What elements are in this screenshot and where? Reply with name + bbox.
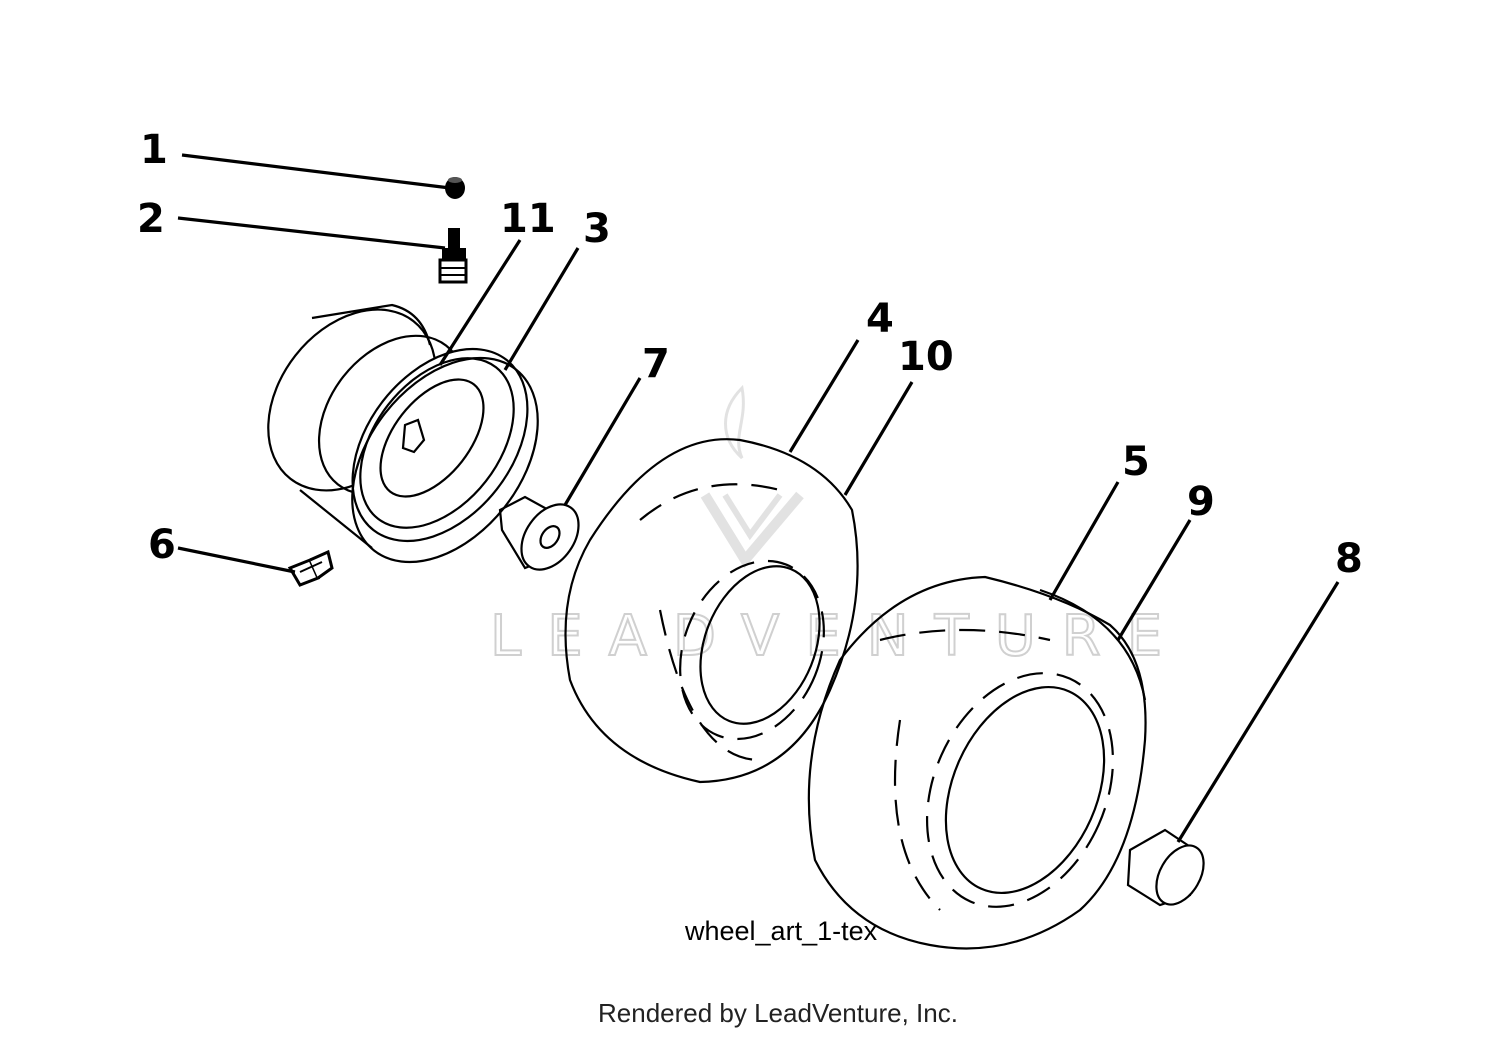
part-bolt[interactable] [287,549,334,587]
part-valve-stem[interactable] [438,228,468,284]
callout-3[interactable]: 3 [583,206,611,252]
part-bushing[interactable] [498,494,590,581]
watermark-logo [700,384,804,569]
part-rim[interactable] [234,277,564,575]
part-valve-cap[interactable] [445,177,465,199]
callout-1[interactable]: 1 [140,127,168,173]
part-tire-front[interactable] [564,438,859,784]
callout-11[interactable]: 11 [500,196,556,242]
callout-5[interactable]: 5 [1122,439,1150,485]
callout-labels: 1 2 3 4 5 6 7 8 9 10 11 [137,127,1363,582]
part-hub-cap[interactable] [1126,828,1213,913]
callout-4[interactable]: 4 [866,296,894,342]
callout-7[interactable]: 7 [642,341,670,387]
callout-8[interactable]: 8 [1335,536,1363,582]
callout-10[interactable]: 10 [898,334,954,380]
callout-6[interactable]: 6 [148,522,176,568]
part-tire-rear[interactable] [807,575,1148,950]
watermark-text: LEADVENTURE [490,604,1188,669]
diagram-caption: wheel_art_1-tex [684,916,878,946]
callout-2[interactable]: 2 [137,196,165,242]
footer-credit: Rendered by LeadVenture, Inc. [598,998,958,1028]
callout-9[interactable]: 9 [1187,479,1215,525]
leader-lines [177,153,1340,843]
